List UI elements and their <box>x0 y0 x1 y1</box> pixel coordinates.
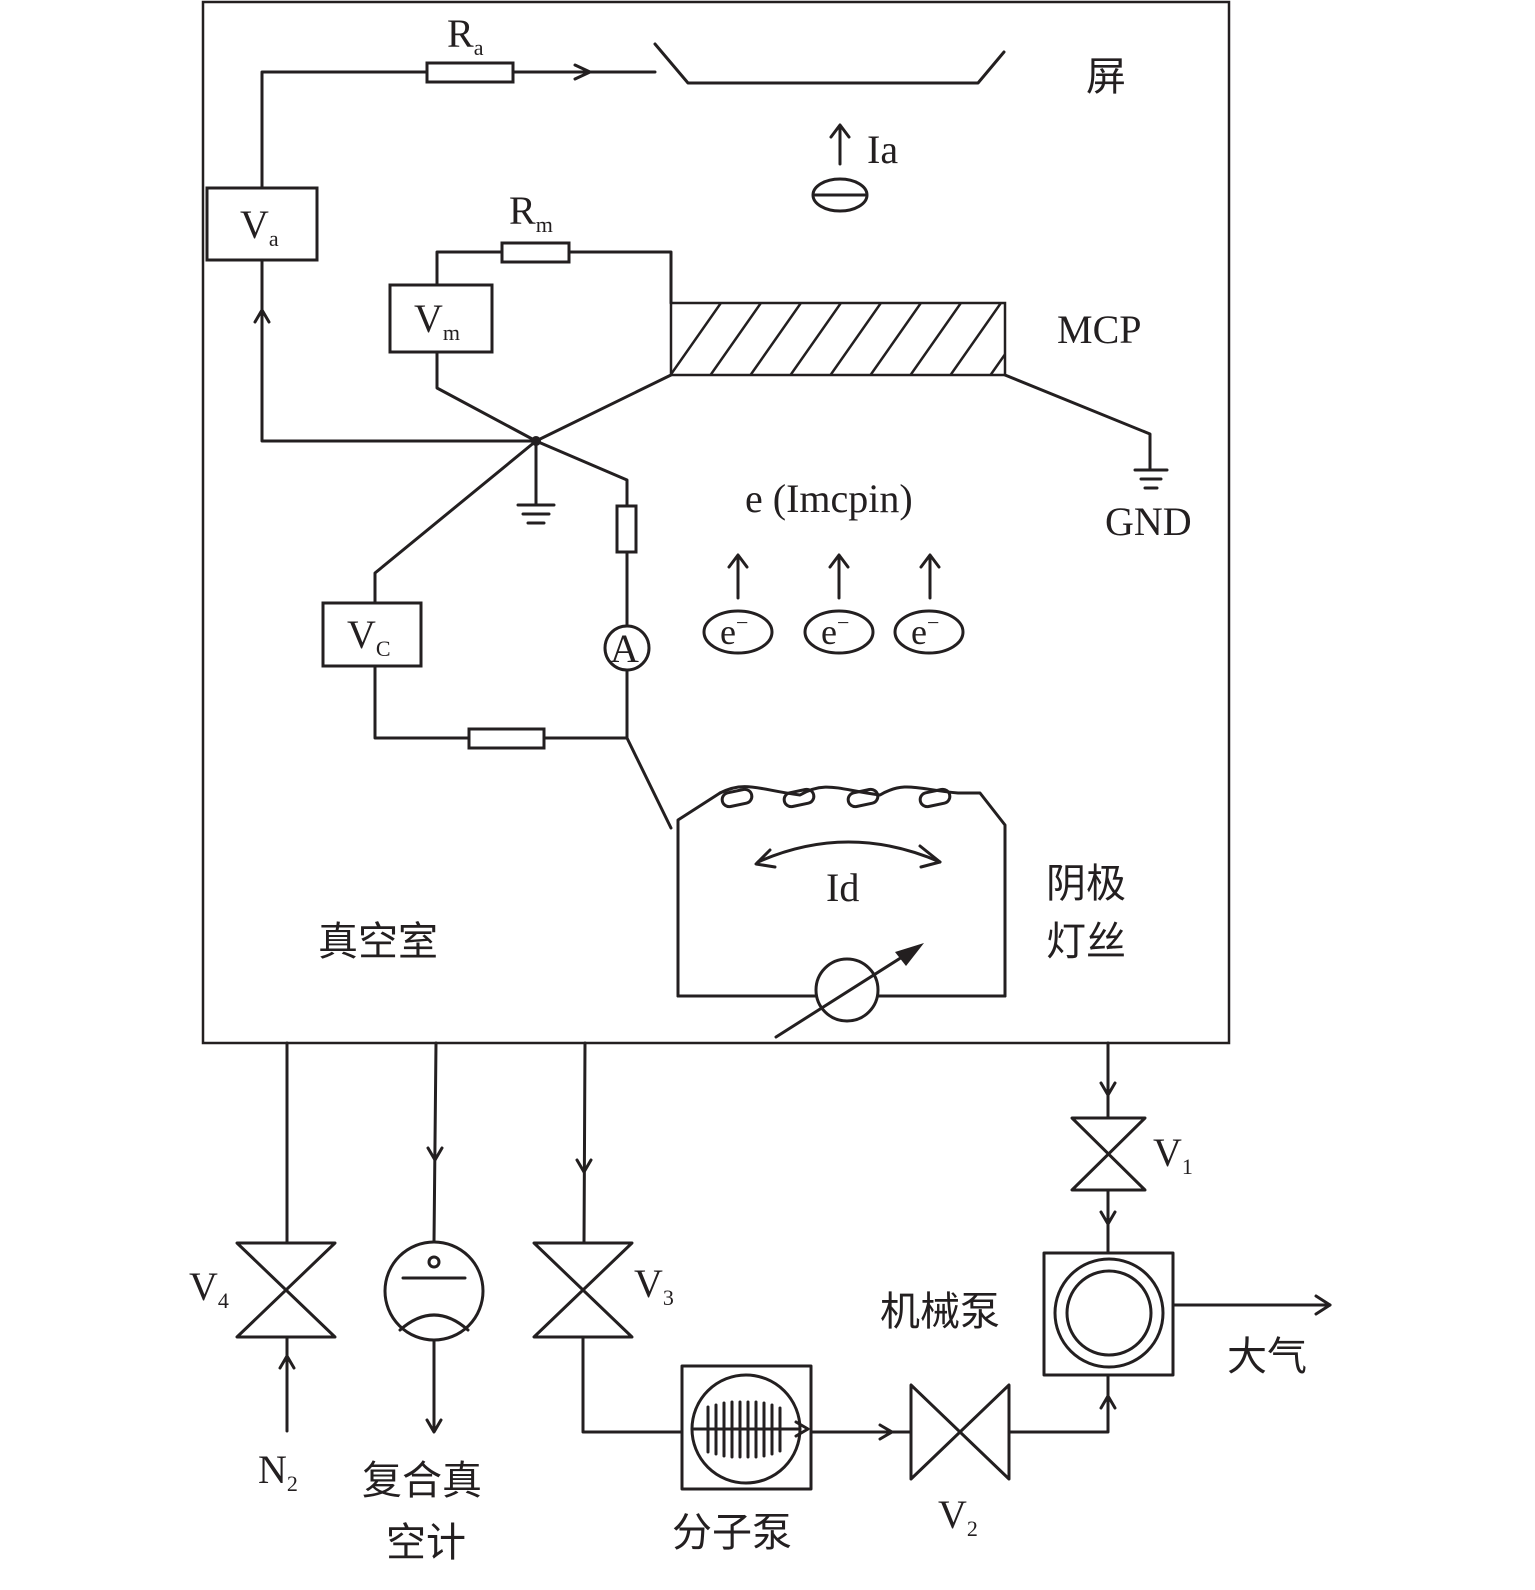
resistor-ra <box>425 61 515 84</box>
v4-label: V4 <box>189 1264 229 1313</box>
gnd-right <box>1003 373 1169 490</box>
gauge-label-line2: 空计 <box>386 1520 466 1566</box>
va-label: Va <box>240 202 279 251</box>
screen-label: 屏 <box>1086 54 1126 100</box>
electron-emission <box>702 553 965 655</box>
mechanical-pump-label: 机械泵 <box>880 1289 1000 1335</box>
gauge-label-line1: 复合真 <box>362 1458 482 1504</box>
resistor-r1 <box>615 504 638 554</box>
v3-line <box>532 1041 1117 1491</box>
labels: Ra 屏 Ia Va Rm Vm MCP GND e (Imcpin) e− e… <box>189 11 1307 1566</box>
ia-label: Ia <box>867 127 898 172</box>
vacuum-chamber-box <box>201 0 1231 1045</box>
imcpin-label: e (Imcpin) <box>745 476 913 521</box>
electron-1 <box>702 553 774 655</box>
electron-2 <box>803 553 875 655</box>
v4-line <box>235 1041 337 1433</box>
rm-label: Rm <box>509 188 553 237</box>
anode-circuit <box>205 42 1006 443</box>
ammeter-label: A <box>610 626 639 671</box>
gauge-line <box>383 1041 485 1434</box>
vc-label: VC <box>347 612 391 661</box>
va-supply-box <box>205 186 319 262</box>
mcp-circuit <box>388 241 673 446</box>
ground-symbol <box>516 439 556 525</box>
mcp-plate <box>669 301 1007 377</box>
mcp-label: MCP <box>1057 307 1142 352</box>
mechanical-pump-box <box>1042 1251 1175 1377</box>
electron-label-1: e− <box>720 610 748 652</box>
gnd-label: GND <box>1105 499 1192 544</box>
phosphor-screen <box>653 42 1006 85</box>
resistor-r2 <box>467 727 546 750</box>
n2-label: N2 <box>258 1447 298 1496</box>
atmosphere-label: 大气 <box>1227 1334 1307 1380</box>
electron-label-3: e− <box>911 610 939 652</box>
cathode-label-line2: 灯丝 <box>1046 919 1126 965</box>
vacuum-chamber-label: 真空室 <box>318 919 438 965</box>
id-label: Id <box>826 865 859 910</box>
valve-v3 <box>532 1241 634 1339</box>
variable-source <box>814 957 880 1023</box>
v3-label: V3 <box>634 1261 674 1310</box>
ra-label: Ra <box>447 11 484 60</box>
vc-supply-box <box>321 601 423 668</box>
electron-label-2: e− <box>821 610 849 652</box>
valve-v1 <box>1070 1116 1147 1192</box>
resistor-rm <box>500 241 571 264</box>
v1-label: V1 <box>1153 1130 1193 1179</box>
cathode-filament <box>676 785 1007 1039</box>
electron-3 <box>893 553 965 655</box>
vm-supply-box <box>388 283 494 354</box>
cathode-label-line1: 阴极 <box>1046 861 1126 907</box>
vm-label: Vm <box>414 296 460 345</box>
v2-label: V2 <box>938 1492 978 1541</box>
valve-v4 <box>235 1241 337 1339</box>
molecular-pump-box <box>680 1364 813 1491</box>
molecular-pump-label: 分子泵 <box>672 1510 792 1556</box>
v1-line <box>1042 1041 1332 1377</box>
cathode-circuit <box>321 439 673 830</box>
valve-v2 <box>909 1383 1011 1481</box>
ia-indicator <box>811 123 869 213</box>
